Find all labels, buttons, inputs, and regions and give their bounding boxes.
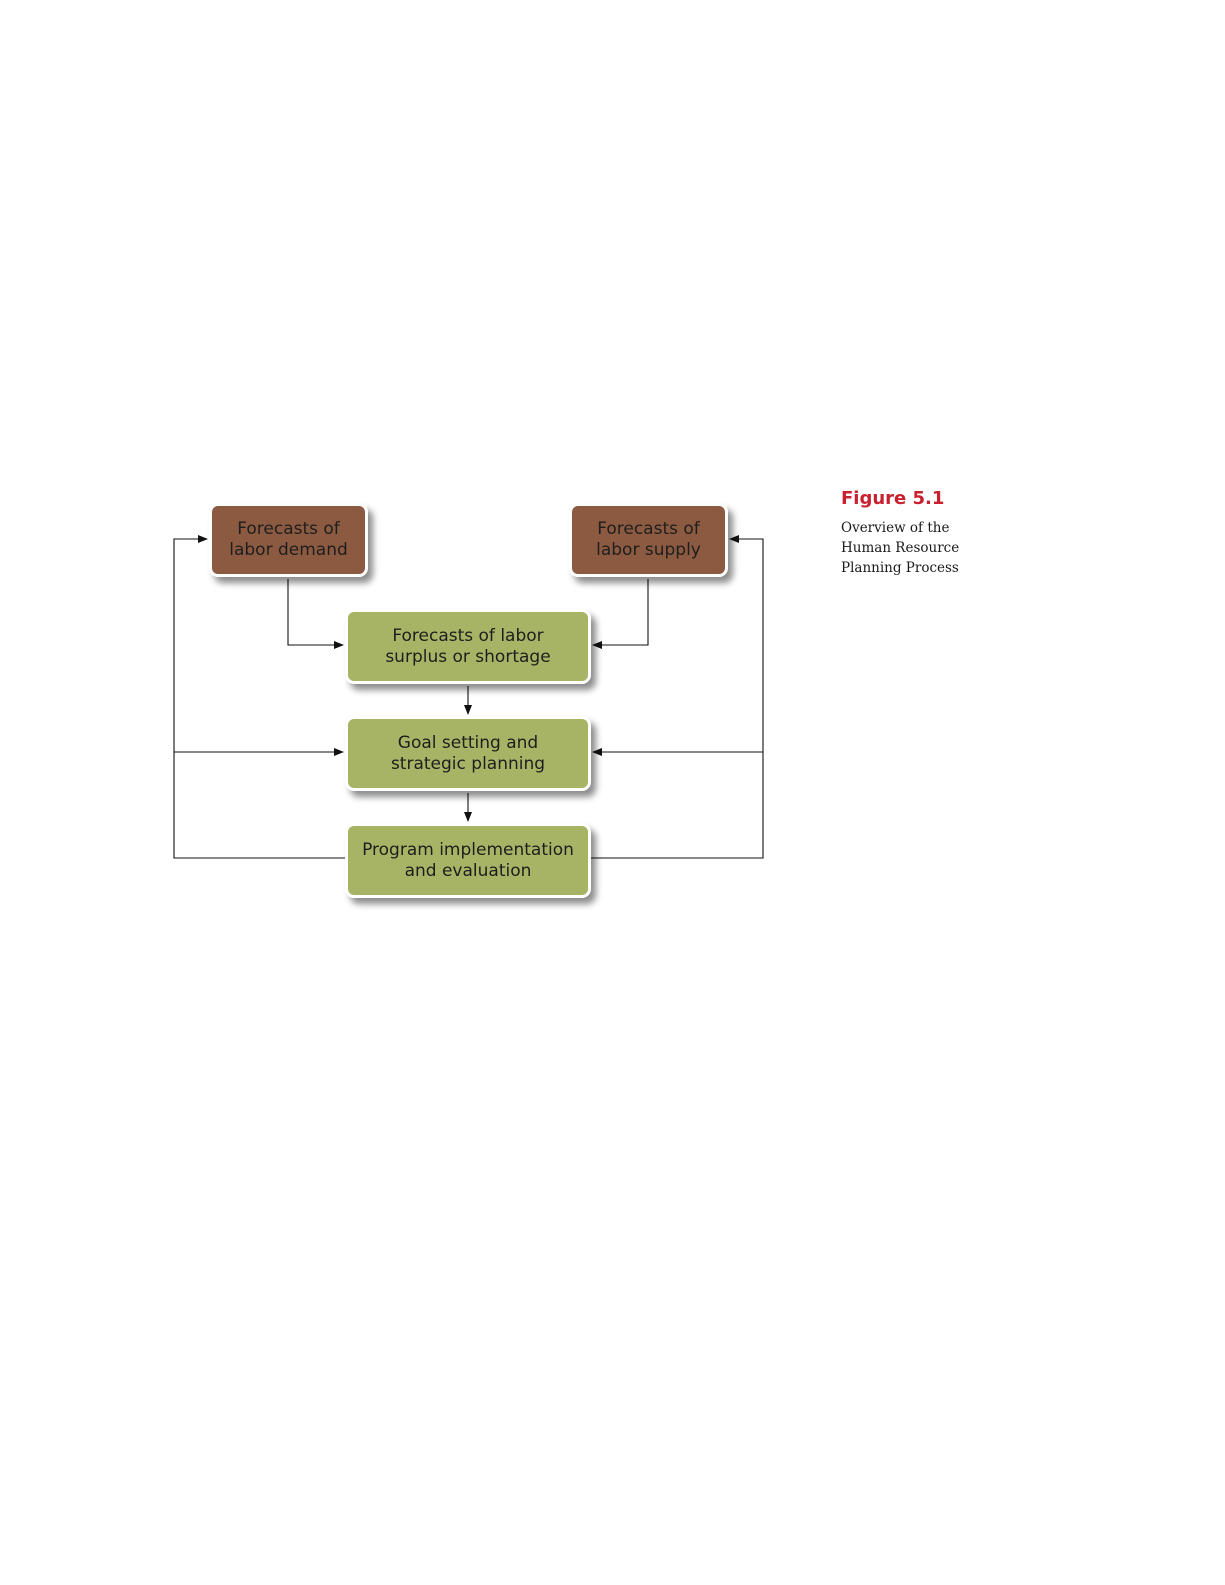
node-surplus-shortage: Forecasts of labor surplus or shortage [345,609,591,684]
node-labor-demand-label: Forecasts of labor demand [229,519,348,561]
node-surplus-shortage-label: Forecasts of labor surplus or shortage [385,626,550,668]
node-labor-supply: Forecasts of labor supply [569,503,728,577]
node-goal-setting: Goal setting and strategic planning [345,716,591,791]
node-program-implementation: Program implementation and evaluation [345,823,591,898]
edge-program-to-supply [591,539,763,858]
node-labor-demand: Forecasts of labor demand [209,503,368,577]
figure-caption-text: Overview of the Human Resource Planning … [841,518,1001,578]
node-labor-supply-label: Forecasts of labor supply [596,519,701,561]
edge-supply-to-gap [593,579,648,645]
figure-number: Figure 5.1 [841,487,1041,511]
node-goal-setting-label: Goal setting and strategic planning [391,733,545,775]
figure-caption: Figure 5.1 Overview of the Human Resourc… [841,487,1041,578]
edge-demand-to-gap [288,579,343,645]
node-program-implementation-label: Program implementation and evaluation [362,840,574,882]
edge-program-to-demand [174,539,345,858]
